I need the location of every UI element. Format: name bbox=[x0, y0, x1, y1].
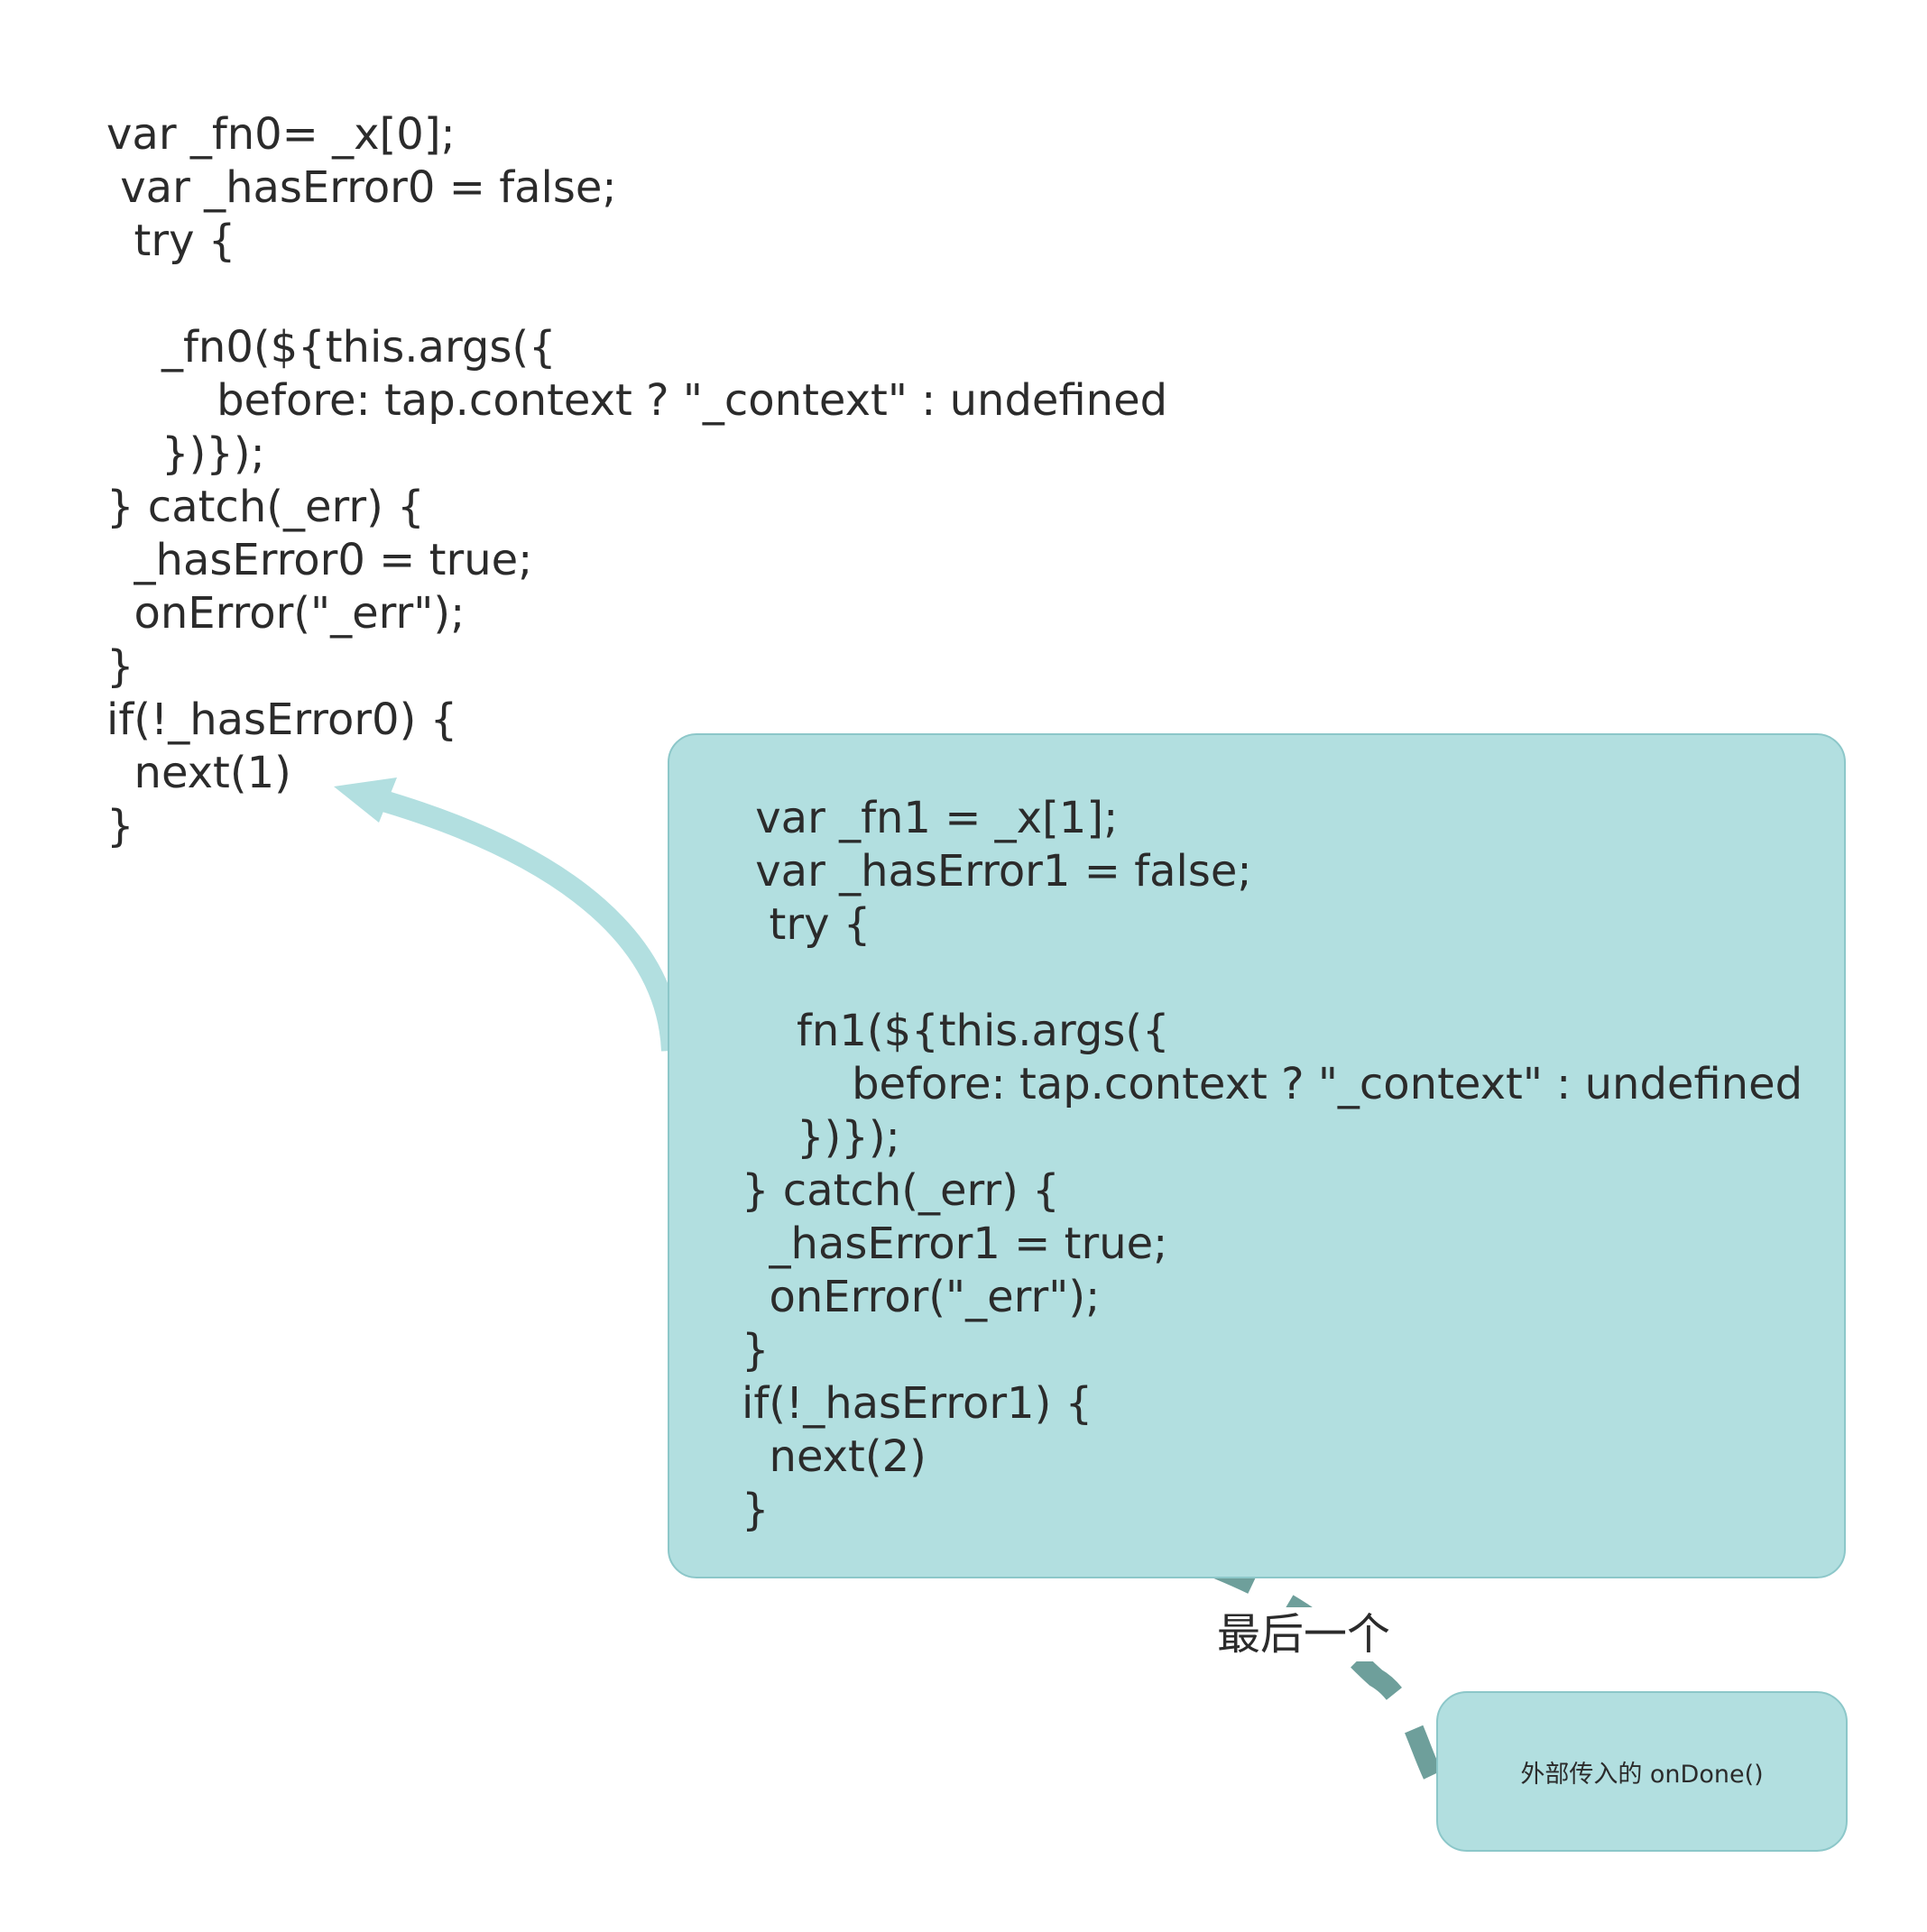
code-line: } bbox=[106, 641, 134, 692]
code-line: onError("_err"); bbox=[106, 588, 466, 639]
code-line: next(2) bbox=[742, 1431, 927, 1482]
code-box-second-tap bbox=[668, 733, 1846, 1578]
code-block-first-tap: var _fn0= _x[0]; var _hasError0 = false;… bbox=[106, 108, 1167, 853]
code-line: } bbox=[742, 1485, 770, 1535]
code-line bbox=[106, 268, 1167, 321]
code-line bbox=[742, 952, 1803, 1005]
code-line: before: tap.context ? "_context" : undef… bbox=[742, 1059, 1803, 1109]
code-line: })}); bbox=[106, 428, 265, 479]
code-line: if(!_hasError1) { bbox=[742, 1378, 1093, 1429]
code-line: })}); bbox=[742, 1112, 900, 1163]
code-line: } catch(_err) { bbox=[742, 1165, 1060, 1216]
code-line: var _fn1 = _x[1]; bbox=[742, 793, 1119, 843]
code-line: _fn0(${this.args({ bbox=[106, 322, 557, 373]
code-line: onError("_err"); bbox=[742, 1272, 1101, 1322]
code-line: } catch(_err) { bbox=[106, 482, 425, 532]
ondone-box: 外部传入的 onDone() bbox=[1436, 1691, 1848, 1852]
code-line: next(1) bbox=[106, 748, 291, 798]
code-line: try { bbox=[106, 216, 236, 266]
edge-label-last-one: 最后一个 bbox=[1213, 1607, 1395, 1661]
code-line: } bbox=[106, 801, 134, 851]
ondone-label: 外部传入的 onDone() bbox=[1520, 1760, 1764, 1789]
code-line: before: tap.context ? "_context" : undef… bbox=[106, 375, 1168, 426]
code-line: var _hasError0 = false; bbox=[106, 162, 617, 213]
code-line: try { bbox=[742, 899, 871, 950]
code-line: if(!_hasError0) { bbox=[106, 695, 458, 745]
code-line: fn1(${this.args({ bbox=[742, 1006, 1170, 1056]
code-block-second-tap: var _fn1 = _x[1]; var _hasError1 = false… bbox=[742, 792, 1803, 1537]
code-line: _hasError1 = true; bbox=[742, 1219, 1168, 1269]
code-line: _hasError0 = true; bbox=[106, 535, 533, 585]
code-line: } bbox=[742, 1325, 770, 1375]
code-line: var _hasError1 = false; bbox=[742, 846, 1252, 897]
code-line: var _fn0= _x[0]; bbox=[106, 109, 456, 160]
